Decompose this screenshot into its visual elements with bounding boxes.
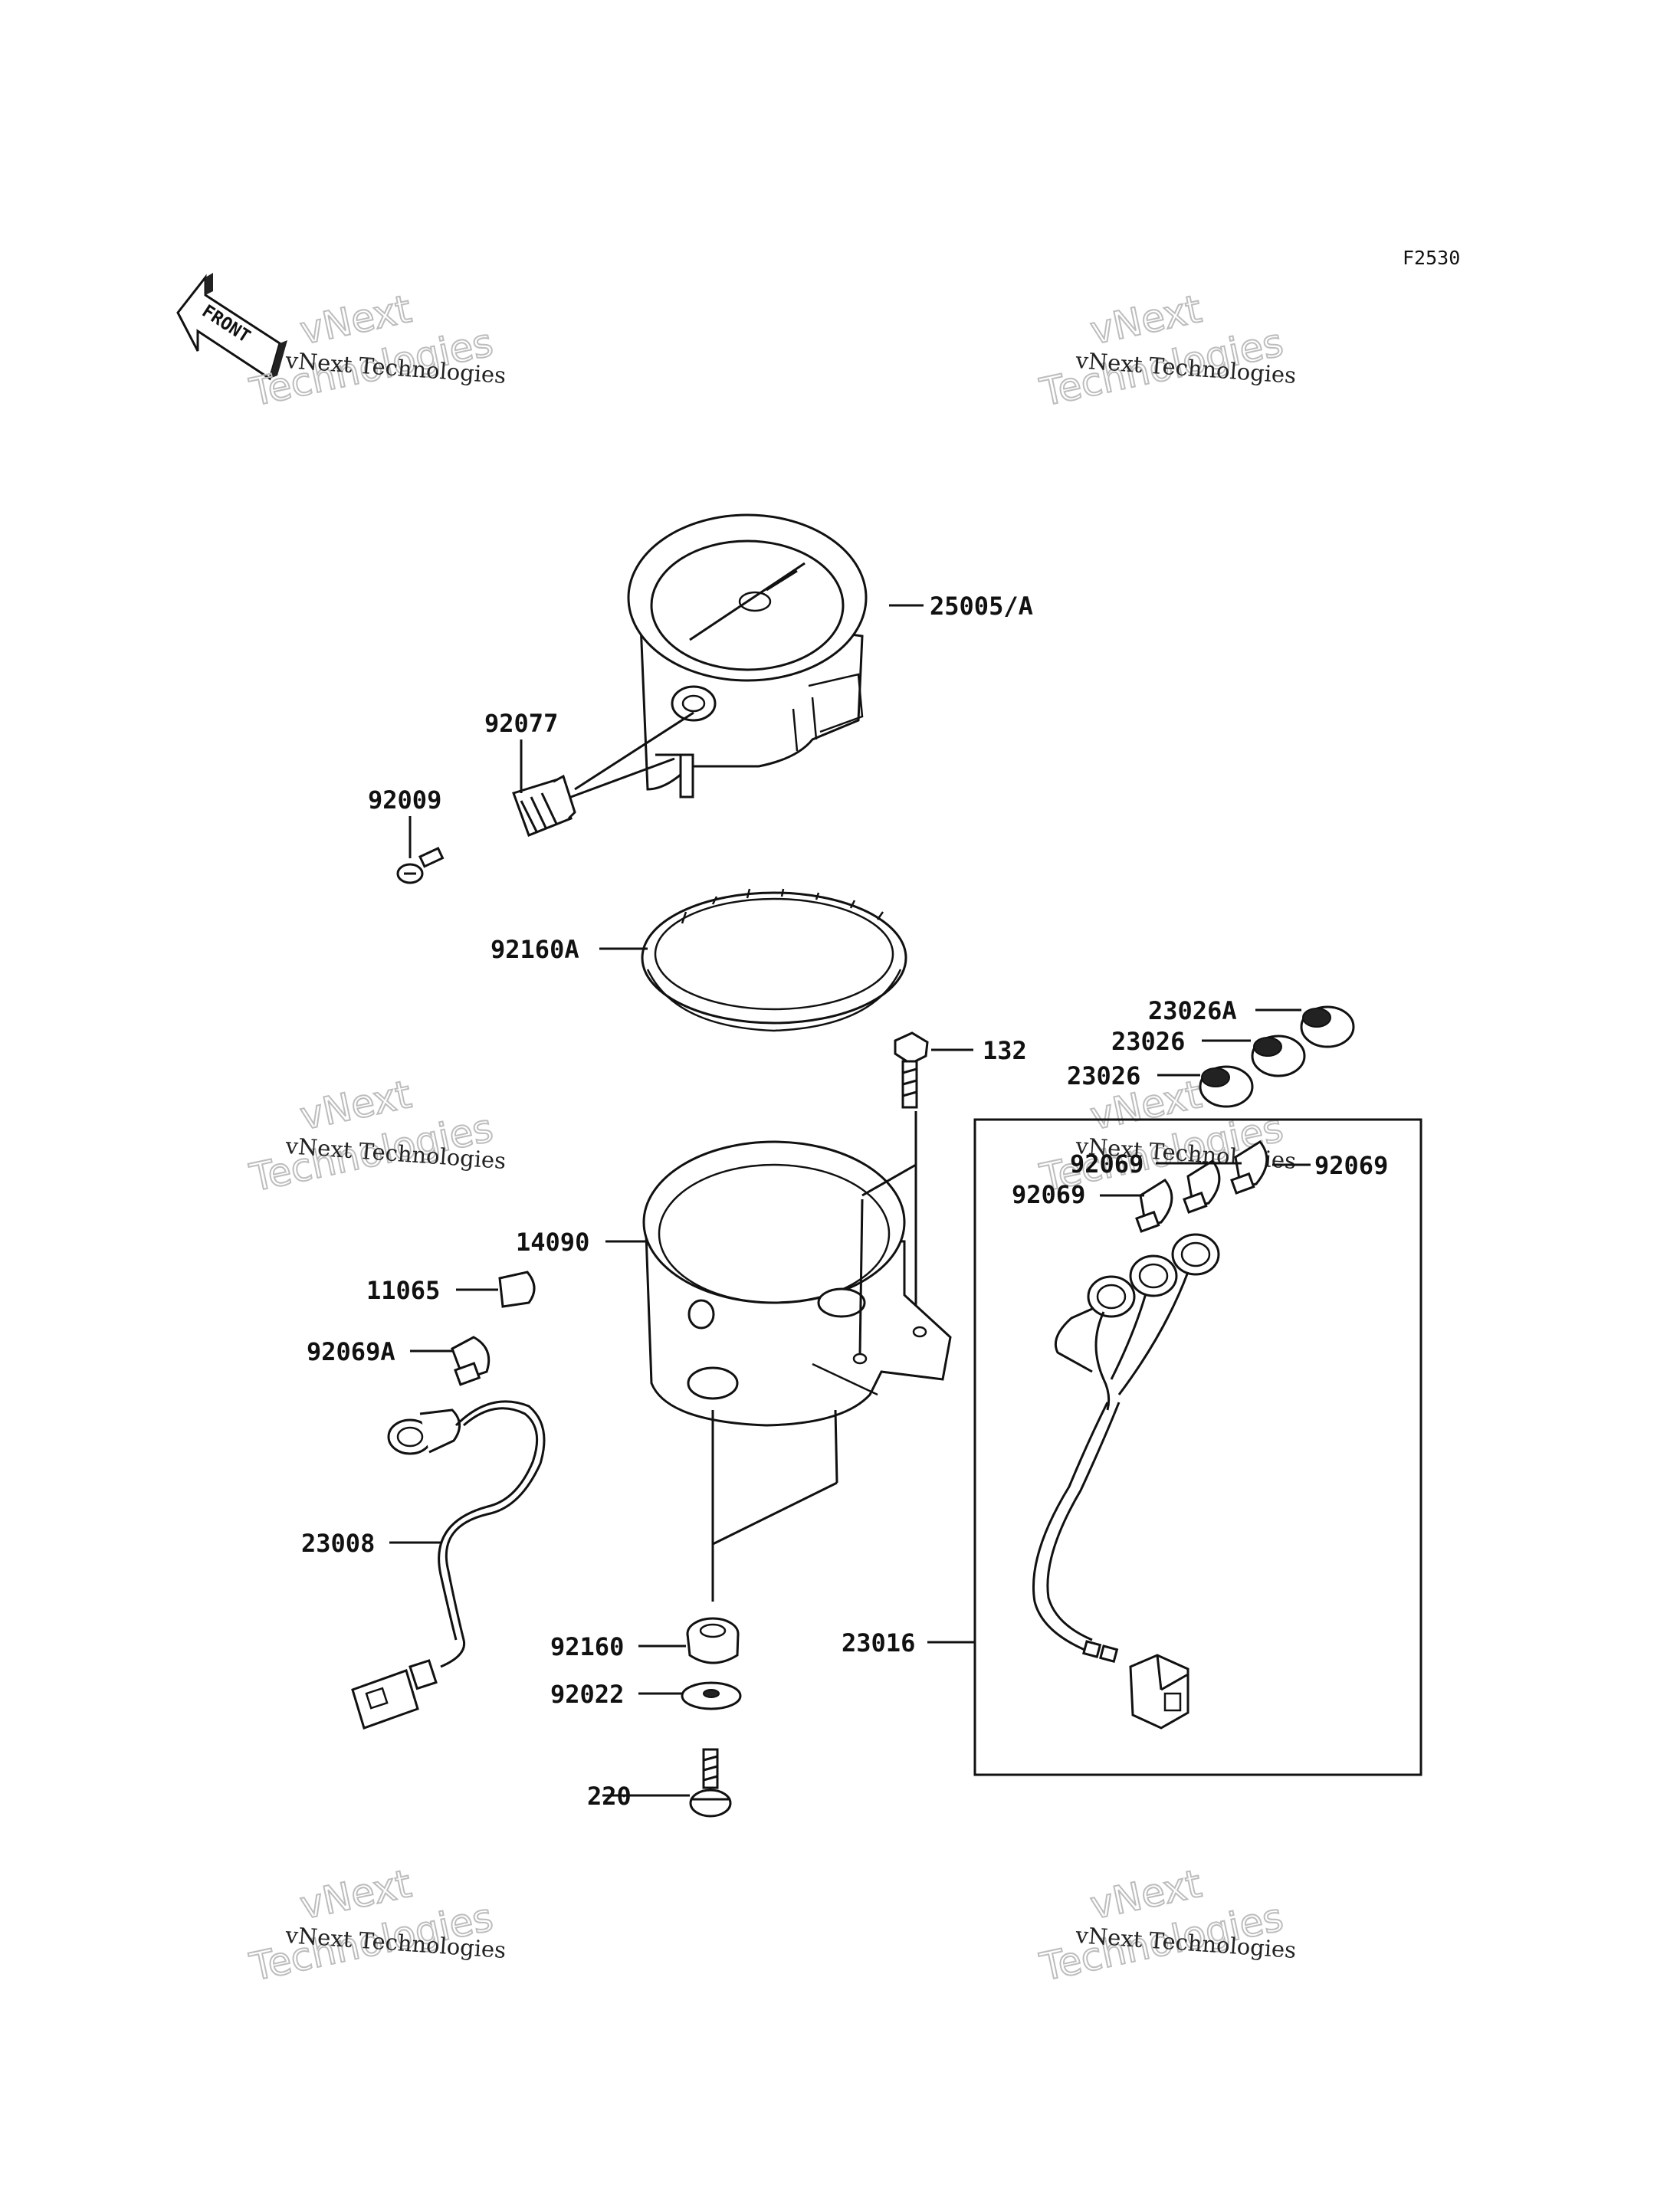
- label-23008: 23008: [301, 1529, 375, 1558]
- watermark-bottom-left: vNext Technologies vNext Technologies: [245, 1861, 507, 1991]
- watermark-mid-left: vNext Technologies vNext Technologies: [245, 1071, 507, 1202]
- label-92077: 92077: [484, 709, 558, 738]
- lens-23026-upper: [1251, 1035, 1306, 1077]
- label-14090: 14090: [516, 1228, 589, 1257]
- lens-23026-lower: [1199, 1065, 1254, 1108]
- front-arrow-icon: FRONT: [176, 273, 287, 381]
- harness-group-box: [973, 1118, 1422, 1776]
- figure-id: F2530: [1403, 247, 1460, 269]
- pinion-92077: [512, 757, 675, 837]
- lead-23008: [351, 1400, 546, 1730]
- label-23026-lower: 23026: [1067, 1061, 1140, 1090]
- screw-92009: [396, 847, 445, 884]
- bulb-92069-b: [1183, 1159, 1221, 1214]
- label-23016: 23016: [842, 1628, 915, 1658]
- meter-25005a: [627, 513, 868, 798]
- grommet-92160: [686, 1617, 740, 1664]
- case-14090: [642, 1140, 952, 1427]
- ring-92160a: [641, 888, 907, 1032]
- washer-92022: [681, 1681, 742, 1710]
- label-92160: 92160: [550, 1632, 624, 1661]
- label-92160a: 92160A: [491, 935, 579, 964]
- harness-23016: [1032, 1233, 1220, 1730]
- label-220: 220: [587, 1782, 632, 1811]
- bolt-132: [894, 1031, 929, 1109]
- label-92069a: 92069A: [307, 1337, 395, 1366]
- lens-23026a: [1300, 1005, 1355, 1048]
- label-92069-left: 92069: [1070, 1149, 1144, 1179]
- label-92009: 92009: [368, 785, 441, 815]
- label-23026-upper: 23026: [1111, 1027, 1185, 1056]
- bulb-92069-a: [1135, 1179, 1173, 1233]
- watermark-top-right: vNext Technologies vNext Technologies: [1035, 286, 1297, 416]
- cover-11065: [498, 1271, 536, 1308]
- watermark-bottom-right: vNext Technologies vNext Technologies: [1035, 1861, 1297, 1991]
- label-92022: 92022: [550, 1680, 624, 1709]
- label-92069-right: 92069: [1314, 1151, 1388, 1180]
- label-25005a: 25005/A: [930, 592, 1033, 621]
- screw-220: [689, 1748, 732, 1818]
- label-92069-lower: 92069: [1012, 1180, 1085, 1209]
- bulb-92069-c: [1230, 1140, 1268, 1195]
- watermark-top-left: vNext Technologies vNext Technologies: [245, 286, 507, 416]
- bulb-92069a: [451, 1336, 491, 1386]
- label-23026a: 23026A: [1148, 996, 1237, 1025]
- label-132: 132: [983, 1036, 1027, 1065]
- label-11065: 11065: [366, 1276, 440, 1305]
